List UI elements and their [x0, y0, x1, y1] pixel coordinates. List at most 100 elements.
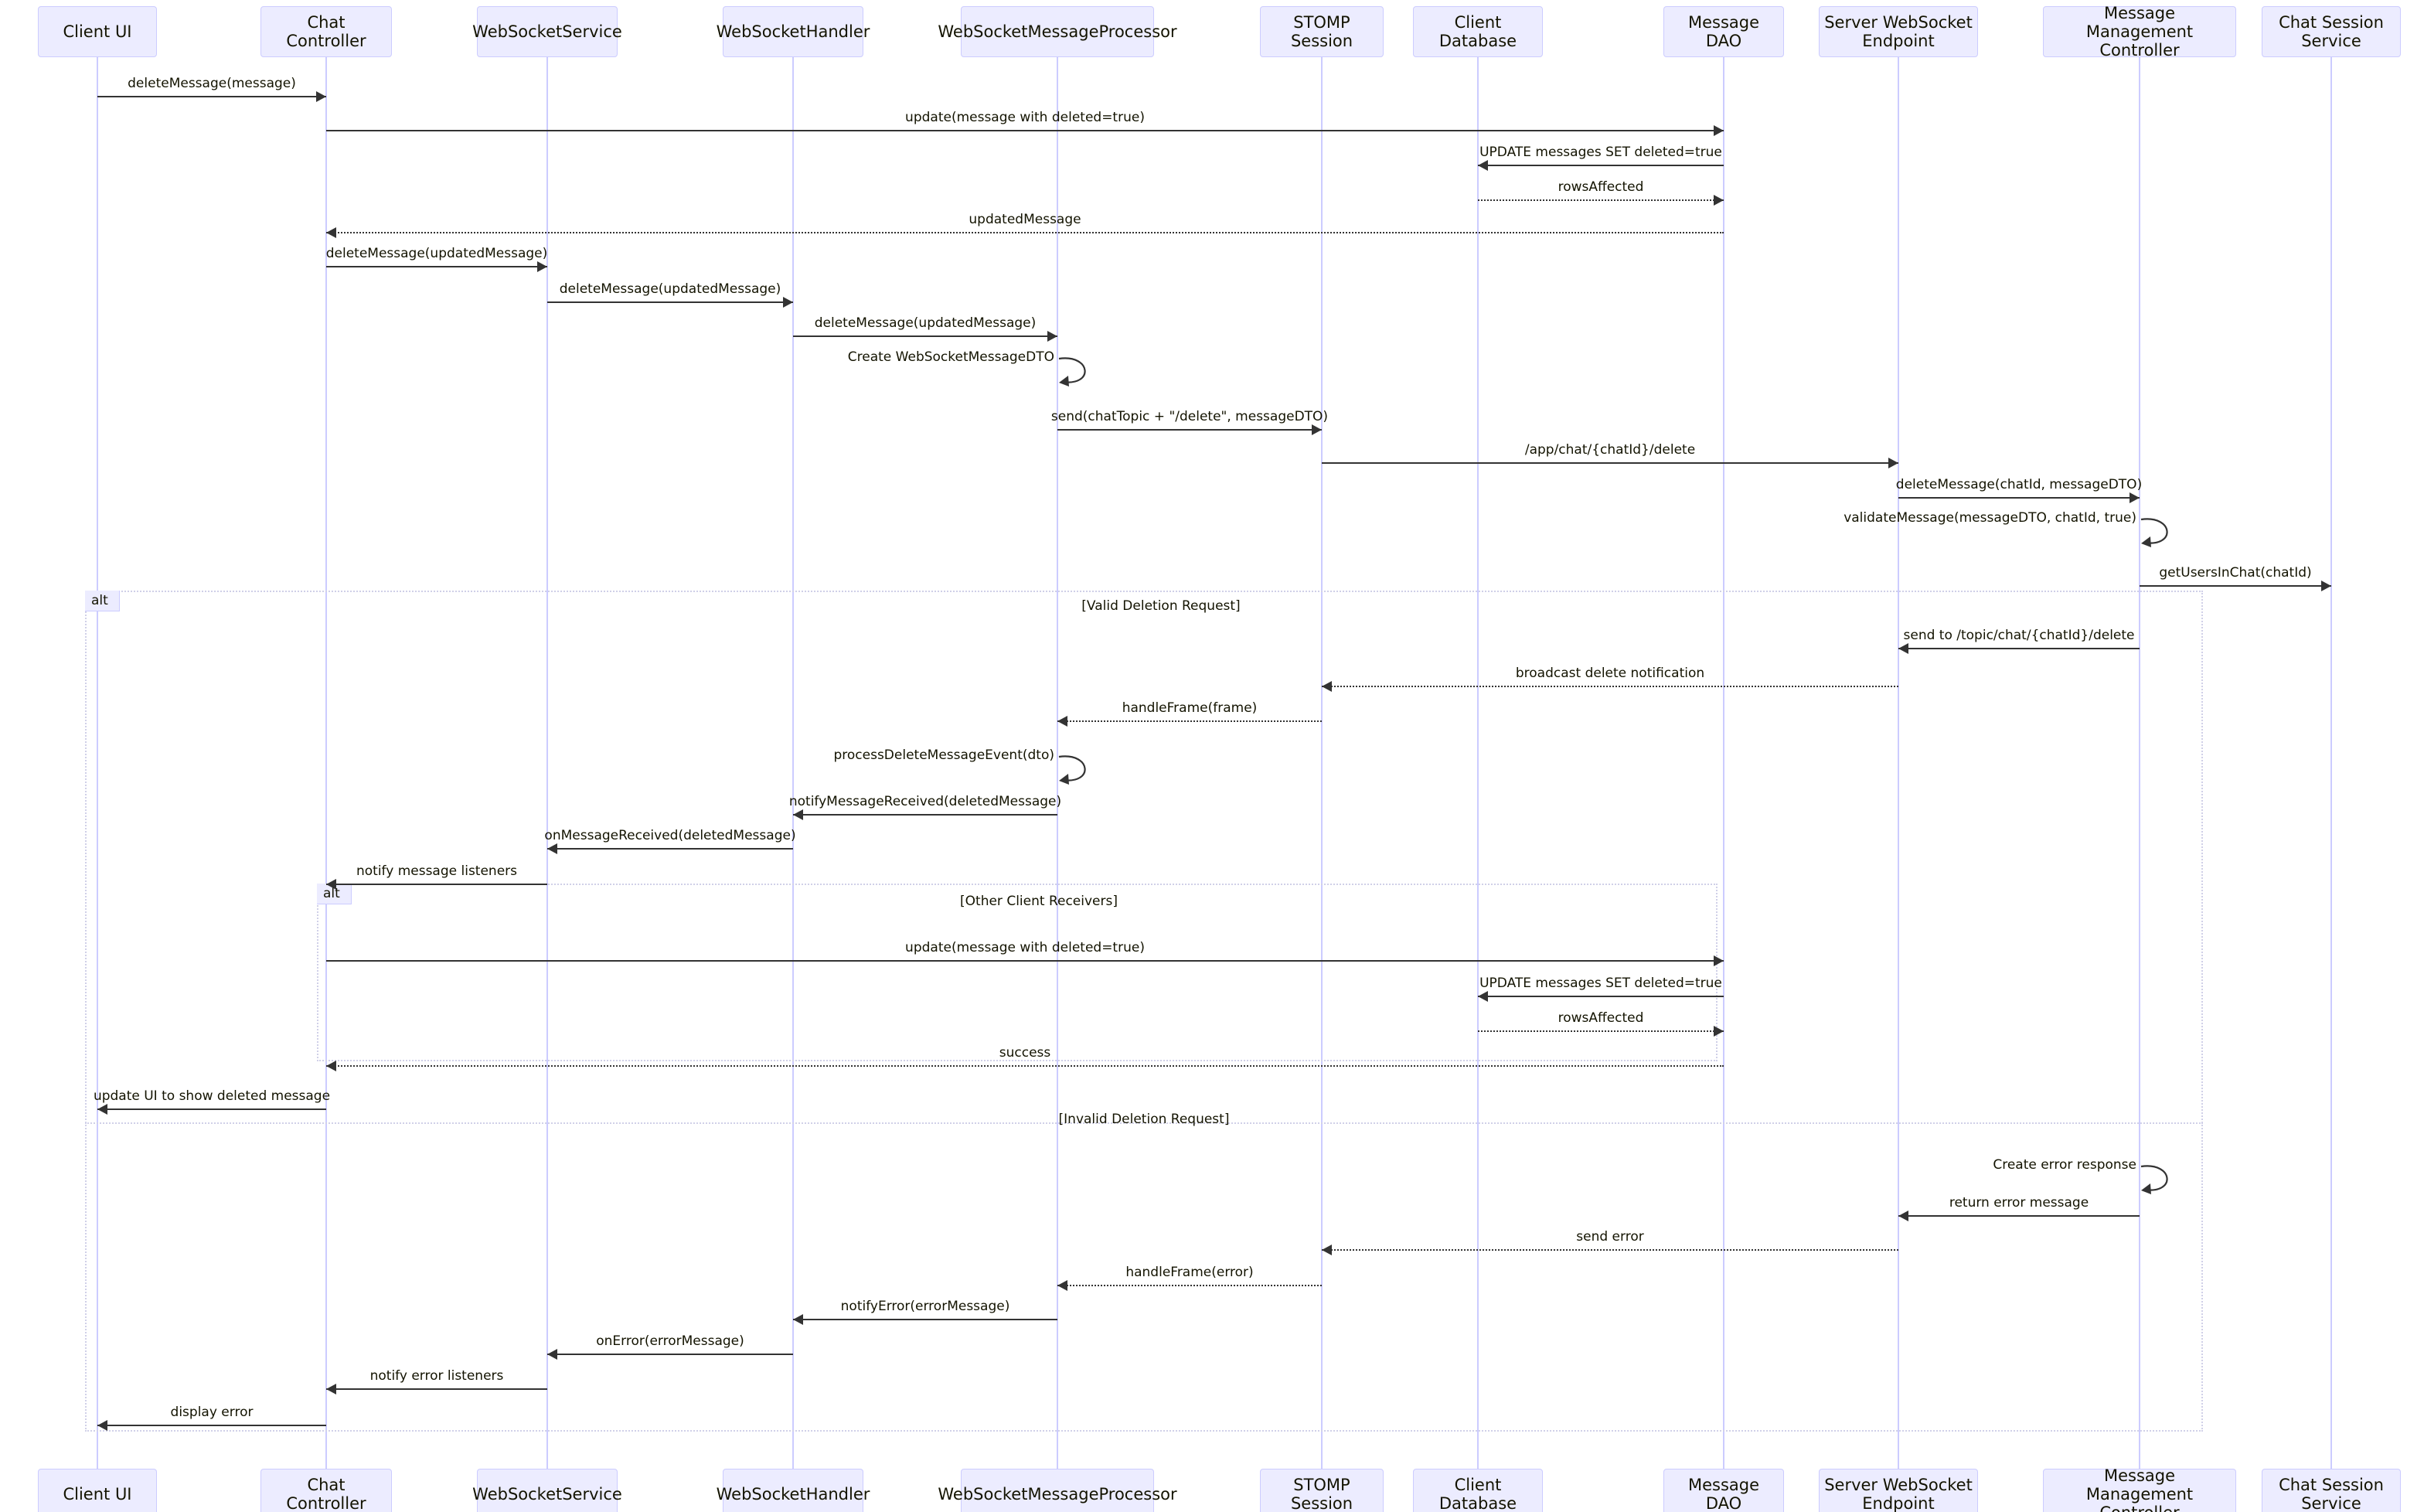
participant-top-clientui[interactable]: Client UI [38, 6, 157, 57]
participant-top-msgdao[interactable]: Message DAO [1663, 6, 1784, 57]
message-arrowhead-m24 [1714, 1026, 1724, 1037]
message-arrowhead-m6 [537, 261, 547, 272]
message-line-m25 [326, 1065, 1724, 1067]
message-arrowhead-m26 [97, 1104, 107, 1115]
message-arrowhead-m22 [1714, 955, 1724, 966]
message-line-m4 [1478, 199, 1724, 201]
message-line-m16 [1322, 686, 1898, 687]
participant-bottom-chatctrl[interactable]: Chat Controller [260, 1469, 392, 1512]
message-arrowhead-m16 [1322, 681, 1332, 692]
message-line-m10 [1057, 429, 1322, 431]
message-line-m3 [1478, 165, 1724, 166]
participant-top-stomp[interactable]: STOMP Session [1260, 6, 1384, 57]
message-label-m2: update(message with deleted=true) [905, 110, 1145, 125]
message-arrowhead-m23 [1478, 991, 1488, 1002]
participant-top-chatctrl[interactable]: Chat Controller [260, 6, 392, 57]
message-line-m20 [547, 848, 793, 850]
participant-bottom-msgdao[interactable]: Message DAO [1663, 1469, 1784, 1512]
participant-top-serverws[interactable]: Server WebSocket Endpoint [1819, 6, 1978, 57]
participant-bottom-wshandler[interactable]: WebSocketHandler [717, 1469, 870, 1512]
message-label-m24: rowsAffected [1558, 1010, 1644, 1026]
lifeline-wsmsgproc [1057, 57, 1058, 1469]
message-arrowhead-m2 [1714, 125, 1724, 136]
participant-bottom-msgmgmt[interactable]: Message Management Controller [2043, 1466, 2236, 1512]
message-label-m34: display error [170, 1405, 254, 1420]
message-line-m33 [326, 1388, 547, 1390]
message-arrowhead-m14 [2321, 581, 2331, 591]
lifeline-clientdb [1477, 57, 1479, 1469]
self-call-label-s4: Create error response [1993, 1157, 2136, 1173]
message-label-m32: onError(errorMessage) [596, 1333, 744, 1349]
message-line-m29 [1322, 1249, 1898, 1251]
message-label-m11: /app/chat/{chatId}/delete [1524, 442, 1696, 458]
message-label-m4: rowsAffected [1558, 179, 1644, 195]
lifeline-wshandler [792, 57, 794, 1469]
message-label-m29: send error [1576, 1229, 1644, 1245]
message-label-m17: handleFrame(frame) [1122, 700, 1258, 716]
message-line-m32 [547, 1354, 793, 1355]
participant-top-msgmgmt[interactable]: Message Management Controller [2043, 4, 2236, 60]
participant-top-clientdb[interactable]: Client Database [1413, 6, 1543, 57]
participant-bottom-chatsess[interactable]: Chat Session Service [2262, 1469, 2401, 1512]
fragment-alt-outer [85, 591, 2203, 1432]
message-arrowhead-m29 [1322, 1245, 1332, 1255]
message-label-m19: notifyMessageReceived(deletedMessage) [788, 794, 1062, 809]
participant-bottom-clientdb[interactable]: Client Database [1413, 1469, 1543, 1512]
message-line-m11 [1322, 462, 1898, 464]
participant-top-wshandler[interactable]: WebSocketHandler [717, 6, 870, 57]
message-arrowhead-m21 [326, 879, 336, 890]
participant-top-wsservice[interactable]: WebSocketService [472, 6, 622, 57]
message-line-m19 [793, 814, 1057, 816]
message-arrowhead-m8 [1047, 331, 1057, 342]
self-call-label-s1: Create WebSocketMessageDTO [847, 349, 1054, 365]
participant-top-chatsess[interactable]: Chat Session Service [2262, 6, 2401, 57]
message-label-m3: UPDATE messages SET deleted=true [1479, 145, 1722, 160]
message-label-m5: updatedMessage [969, 212, 1081, 227]
participant-bottom-stomp[interactable]: STOMP Session [1260, 1469, 1384, 1512]
message-label-m10: send(chatTopic + "/delete", messageDTO) [1050, 409, 1329, 424]
message-label-m33: notify error listeners [369, 1368, 504, 1384]
lifeline-stomp [1321, 57, 1323, 1469]
self-call-s3 [1057, 754, 1105, 789]
message-label-m12: deleteMessage(chatId, messageDTO) [1895, 477, 2143, 492]
fragment-condition-alt-inner: [Other Client Receivers] [960, 894, 1118, 909]
message-arrowhead-m10 [1312, 424, 1322, 435]
message-line-m2 [326, 130, 1724, 131]
participant-bottom-serverws[interactable]: Server WebSocket Endpoint [1819, 1469, 1978, 1512]
participant-bottom-clientui[interactable]: Client UI [38, 1469, 157, 1512]
self-call-s2 [2140, 516, 2187, 552]
message-line-m31 [793, 1319, 1057, 1320]
message-label-m6: deleteMessage(updatedMessage) [325, 246, 548, 261]
message-label-m22: update(message with deleted=true) [905, 940, 1145, 955]
message-label-m21: notify message listeners [356, 863, 518, 879]
message-label-m23: UPDATE messages SET deleted=true [1479, 976, 1722, 991]
message-line-m26 [97, 1108, 326, 1110]
lifeline-chatsess [2330, 57, 2332, 1469]
lifeline-serverws [1898, 57, 1899, 1469]
message-arrowhead-m7 [783, 297, 793, 308]
message-line-m17 [1057, 720, 1322, 722]
message-arrowhead-m30 [1057, 1280, 1067, 1291]
message-label-m15: send to /topic/chat/{chatId}/delete [1903, 628, 2135, 643]
message-line-m30 [1057, 1285, 1322, 1286]
message-label-m14: getUsersInChat(chatId) [2159, 565, 2312, 581]
message-arrowhead-m33 [326, 1384, 336, 1395]
message-line-m8 [793, 335, 1057, 337]
message-arrowhead-m12 [2130, 492, 2140, 503]
lifeline-msgdao [1723, 57, 1724, 1469]
self-call-label-s3: processDeleteMessageEvent(dto) [833, 747, 1054, 763]
message-line-m15 [1898, 648, 2140, 649]
message-arrowhead-m28 [1898, 1211, 1908, 1221]
participant-top-wsmsgproc[interactable]: WebSocketMessageProcessor [938, 6, 1177, 57]
message-arrowhead-m15 [1898, 643, 1908, 654]
message-arrowhead-m19 [793, 809, 803, 820]
message-arrowhead-m31 [793, 1314, 803, 1325]
message-line-m28 [1898, 1215, 2140, 1217]
participant-bottom-wsmsgproc[interactable]: WebSocketMessageProcessor [938, 1469, 1177, 1512]
participant-bottom-wsservice[interactable]: WebSocketService [472, 1469, 622, 1512]
message-label-m16: broadcast delete notification [1515, 666, 1705, 681]
message-label-m25: success [999, 1045, 1051, 1061]
message-arrowhead-m3 [1478, 160, 1488, 171]
fragment-else-divider-alt-outer [85, 1122, 2203, 1124]
